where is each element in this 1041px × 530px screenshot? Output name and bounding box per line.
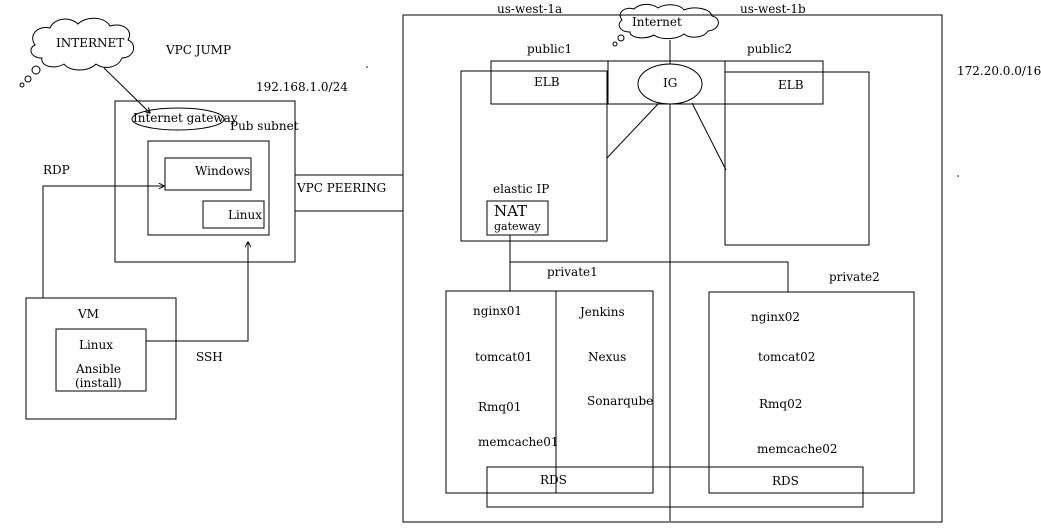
rdp-connection (42, 186, 164, 298)
linux-label: Linux (228, 208, 263, 222)
service-label: Nexus (588, 350, 627, 364)
vm-linux-box (55, 328, 147, 392)
nat-label: NAT (494, 202, 528, 220)
private1-label: private1 (547, 265, 598, 279)
pub-subnet-box (147, 140, 270, 236)
cloud-bubble (612, 41, 618, 47)
private2-label: private2 (829, 270, 880, 284)
stray-dot (957, 175, 959, 177)
rdp-label: RDP (43, 163, 70, 177)
ansible-label: Ansible (76, 362, 122, 376)
cloud-bubble (31, 65, 41, 75)
elb1-label: ELB (534, 75, 560, 89)
private2-box (708, 291, 915, 494)
public2-label: public2 (747, 42, 793, 56)
elb-bar (490, 60, 824, 105)
elastic-ip-label: elastic IP (493, 182, 550, 196)
service-label: Sonarqube (587, 394, 654, 408)
service-label: nginx02 (751, 310, 801, 324)
rds2-label: RDS (772, 474, 799, 488)
internet-gateway-label: Internet gateway (133, 111, 238, 125)
rds1-label: RDS (540, 473, 567, 487)
rds-bar (486, 466, 864, 508)
cloud-bubble (19, 82, 25, 88)
left-cidr-label: 192.168.1.0/24 (256, 80, 348, 94)
stray-dot (366, 66, 368, 68)
service-label: tomcat01 (475, 350, 533, 364)
cloud-bubble (617, 34, 625, 42)
public1-box (460, 70, 608, 242)
ssh-label: SSH (196, 350, 223, 364)
ig-to-public2-line (691, 102, 727, 171)
vpc-jump-box (114, 100, 296, 263)
internet-label-left: INTERNET (56, 36, 125, 50)
az-b-label: us-west-1b (740, 2, 806, 16)
nat-to-private2-line (510, 261, 789, 292)
vpc-peering-label: VPC PEERING (297, 181, 387, 195)
linux-box (202, 200, 265, 229)
cloud-bubble (24, 75, 32, 83)
internet-gateway-ellipse (131, 107, 225, 131)
service-label: nginx01 (473, 304, 523, 318)
right-cidr-label: 172.20.0.0/16 (957, 64, 1041, 78)
nat-gateway-box (486, 200, 549, 236)
az-a-label: us-west-1a (497, 2, 563, 16)
internet-to-gateway-arrow (103, 67, 150, 113)
vm-linux-label: Linux (79, 338, 114, 352)
ig-to-public1-line (606, 103, 659, 159)
vm-label: VM (78, 307, 99, 321)
internet-cloud-left (30, 17, 135, 71)
internet-cloud-right (618, 3, 719, 40)
service-label: memcache02 (757, 442, 838, 456)
windows-label: Windows (195, 164, 251, 178)
vm-box (25, 297, 177, 420)
pub-subnet-label: Pub subnet (230, 119, 299, 133)
public1-label: public1 (527, 42, 573, 56)
service-label: Jenkins (580, 305, 625, 319)
vpc-jump-label: VPC JUMP (166, 43, 232, 57)
service-label: Rmq01 (478, 400, 522, 414)
windows-box (164, 157, 252, 191)
ansible-install-label: (install) (75, 376, 122, 390)
ig-label: IG (663, 76, 678, 90)
main-vpc-box (402, 14, 943, 523)
private1-box (445, 290, 654, 494)
nat-sub-label: gateway (494, 220, 541, 233)
service-label: Rmq02 (759, 397, 803, 411)
elb2-label: ELB (778, 78, 804, 92)
internet-label-right: Internet (632, 15, 682, 29)
service-label: tomcat02 (758, 350, 816, 364)
public2-box (724, 71, 870, 246)
service-label: memcache01 (478, 435, 559, 449)
ssh-connection (146, 242, 248, 342)
